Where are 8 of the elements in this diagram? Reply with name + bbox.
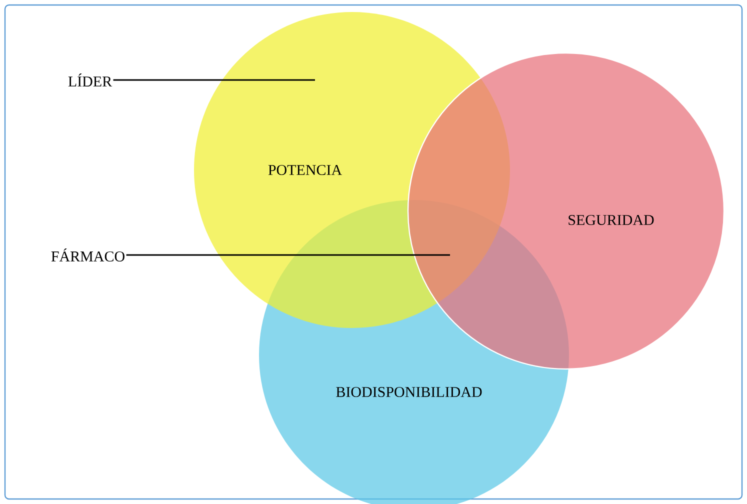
- leader-line: [113, 79, 315, 81]
- circle-label: POTENCIA: [268, 164, 342, 176]
- circle-label: SEGURIDAD: [568, 214, 654, 226]
- leader-line: [126, 254, 450, 256]
- circle-label: BIODISPONIBILIDAD: [336, 386, 482, 398]
- callout-text: LÍDER: [68, 74, 112, 86]
- venn-circle: [407, 52, 725, 370]
- callout-text: FÁRMACO: [51, 248, 124, 262]
